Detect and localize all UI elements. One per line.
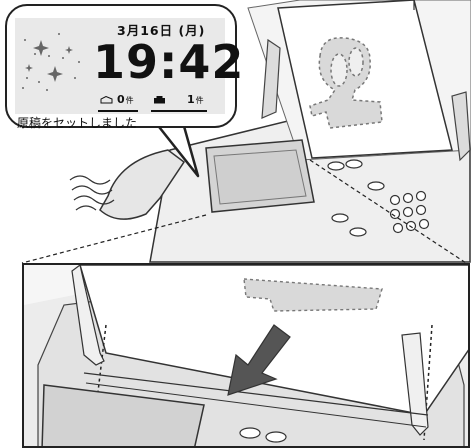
- memory-icon: [100, 96, 113, 104]
- count-received-value: 0: [117, 93, 125, 106]
- count-pending-underline: [151, 110, 207, 112]
- count-received-underline: [98, 110, 138, 112]
- lcd-status-message: 原稿をセットしました: [17, 114, 137, 131]
- inset-drawing: [24, 265, 470, 448]
- lcd-time: 19:42: [93, 39, 244, 85]
- count-received-unit: 件: [126, 96, 134, 105]
- count-pending-unit: 件: [196, 96, 204, 105]
- zoom-inset: [22, 263, 470, 448]
- sparkle-icon: [19, 26, 99, 96]
- fax-tray-icon: [153, 96, 166, 104]
- lcd-count-received: 0件: [117, 93, 134, 106]
- count-pending-value: 1: [187, 93, 195, 106]
- lcd-callout: 3月16日 (月) 19:42 0件 1件 原稿をセットしました: [5, 4, 237, 128]
- lcd-count-pending: 1件: [187, 93, 204, 106]
